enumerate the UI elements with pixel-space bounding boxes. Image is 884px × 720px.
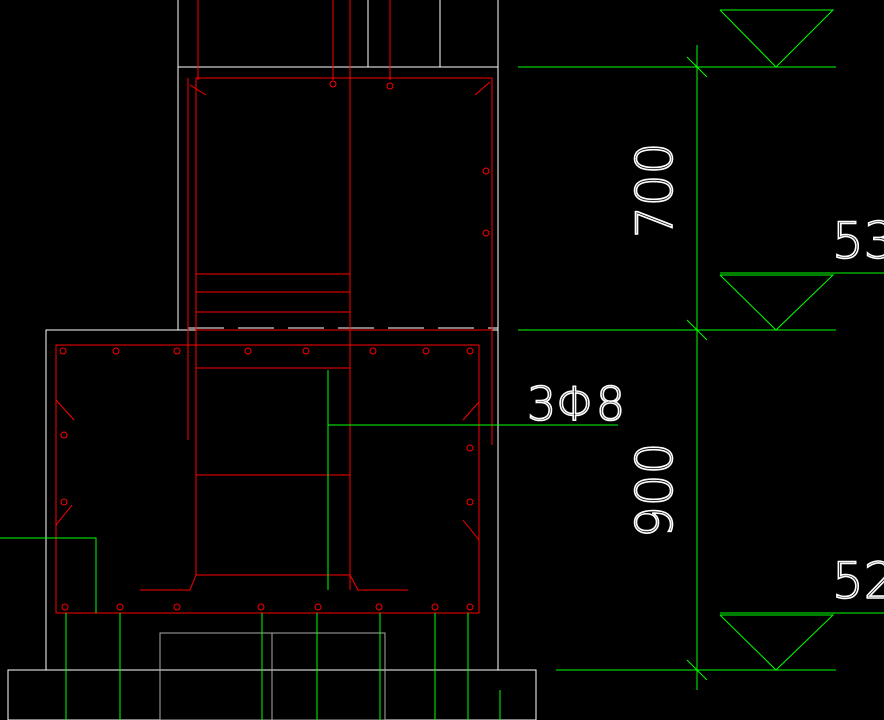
rebar-dot <box>314 603 322 611</box>
hook-right <box>349 574 408 591</box>
level-triangle-bottom <box>719 614 835 671</box>
dim-tick-top <box>686 56 708 78</box>
corner-hook-l2 <box>55 504 73 526</box>
rebar-dot <box>302 347 310 355</box>
rebar-dot <box>386 82 394 90</box>
level-mark-52: 52 <box>832 552 884 610</box>
rebar-dot <box>173 347 181 355</box>
lower-stirrup-loop <box>55 344 480 614</box>
rebar-dot <box>466 498 474 506</box>
rebar-dot <box>257 603 265 611</box>
rebar-dot <box>375 603 383 611</box>
bottom-left-bracket <box>0 537 97 613</box>
rebar-dot <box>482 167 490 175</box>
hidden-lines <box>159 632 386 720</box>
rebar-dot <box>60 431 68 439</box>
rebar-dots <box>59 80 490 611</box>
lower-section-outline <box>45 329 499 670</box>
rebar-dot <box>61 603 69 611</box>
rebar-dot <box>466 444 474 452</box>
rebar-dot <box>244 347 252 355</box>
dim-tick-bottom <box>686 659 708 681</box>
rebar-dot <box>466 603 474 611</box>
rebar-dot <box>112 347 120 355</box>
rebar-dot <box>422 347 430 355</box>
dimension-label-900: 900 <box>626 443 684 538</box>
rebar-dot <box>431 603 439 611</box>
corner-hook-r1 <box>462 401 480 421</box>
concrete-outline <box>7 0 537 720</box>
corner-hook-ul <box>189 84 207 96</box>
corner-hook-l1 <box>55 399 75 421</box>
rebar-dot <box>173 603 181 611</box>
rebar-dot <box>369 347 377 355</box>
level-triangle-mid <box>719 274 835 331</box>
rebar-dot <box>60 498 68 506</box>
dim-tick-mid <box>686 319 708 341</box>
stirrup-callout-3phi8: 3Φ8 <box>527 377 625 431</box>
corner-hook-ur <box>474 81 491 96</box>
rebar-dot <box>116 603 124 611</box>
level-triangle-top <box>719 9 835 68</box>
corner-hook-r2 <box>462 519 480 541</box>
rebar-dot <box>482 229 490 237</box>
reinforcement <box>55 0 493 614</box>
level-mark-53: 53 <box>832 212 884 270</box>
dimension-lines <box>0 9 884 720</box>
rebar-dot <box>59 347 67 355</box>
rebar-dot <box>466 347 474 355</box>
dimension-label-700: 700 <box>626 143 684 238</box>
upper-section-outline <box>177 66 499 330</box>
rebar-dot <box>329 80 337 88</box>
hook-left <box>140 574 197 591</box>
